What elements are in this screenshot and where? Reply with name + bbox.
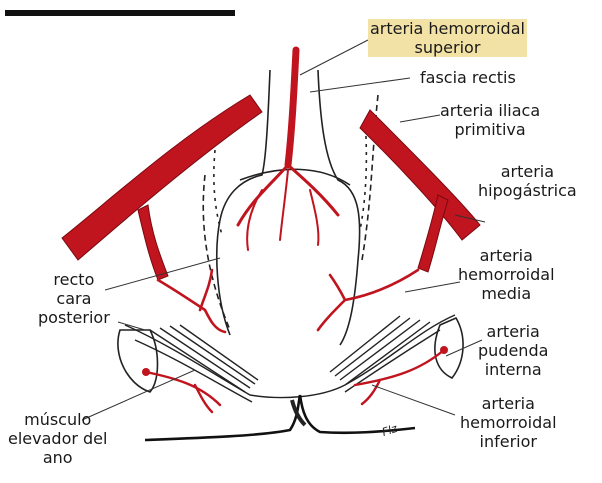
label-line: recto [38,270,110,289]
label-arteria-hemorroidal-superior: arteria hemorroidal superior [368,19,527,57]
label-line: inferior [460,432,557,451]
label-line: ano [8,448,107,467]
label-line: posterior [38,308,110,327]
label-line: arteria hemorroidal [368,19,527,38]
label-line: arteria [460,394,557,413]
label-line: pudenda [478,341,548,360]
label-line: interna [478,360,548,379]
label-line: arteria [478,162,577,181]
label-line: músculo [8,410,107,429]
label-line: hipogástrica [478,181,577,200]
label-arteria-hemorroidal-inferior: arteria hemorroidal inferior [460,394,557,451]
superior-rectal-artery [238,50,338,250]
levator-muscle [125,315,455,402]
arteries [62,95,480,280]
label-line: media [458,284,555,303]
label-line: arteria [478,322,548,341]
label-line: fascia rectis [420,68,516,87]
label-line: arteria iliaca [440,101,540,120]
label-line: arteria [458,246,555,265]
label-line: primitiva [440,120,540,139]
label-arteria-pudenda-interna: arteria pudenda interna [478,322,548,379]
iliac-artery-left [62,95,262,260]
label-fascia-rectis: fascia rectis [420,68,516,87]
top-bar [5,10,235,16]
label-line: superior [368,38,527,57]
label-recto-cara-posterior: recto cara posterior [38,270,110,327]
label-line: cara [38,289,110,308]
label-arteria-hemorroidal-media: arteria hemorroidal media [458,246,555,303]
label-line: elevador del [8,429,107,448]
anal-canal [145,395,415,440]
label-musculo-elevador-del-ano: músculo elevador del ano [8,410,107,467]
label-line: hemorroidal [460,413,557,432]
label-arteria-hipogastrica: arteria hipogástrica [478,162,577,200]
label-line: hemorroidal [458,265,555,284]
middle-rectal-artery [158,270,418,332]
label-arteria-iliaca-primitiva: arteria iliaca primitiva [440,101,540,139]
